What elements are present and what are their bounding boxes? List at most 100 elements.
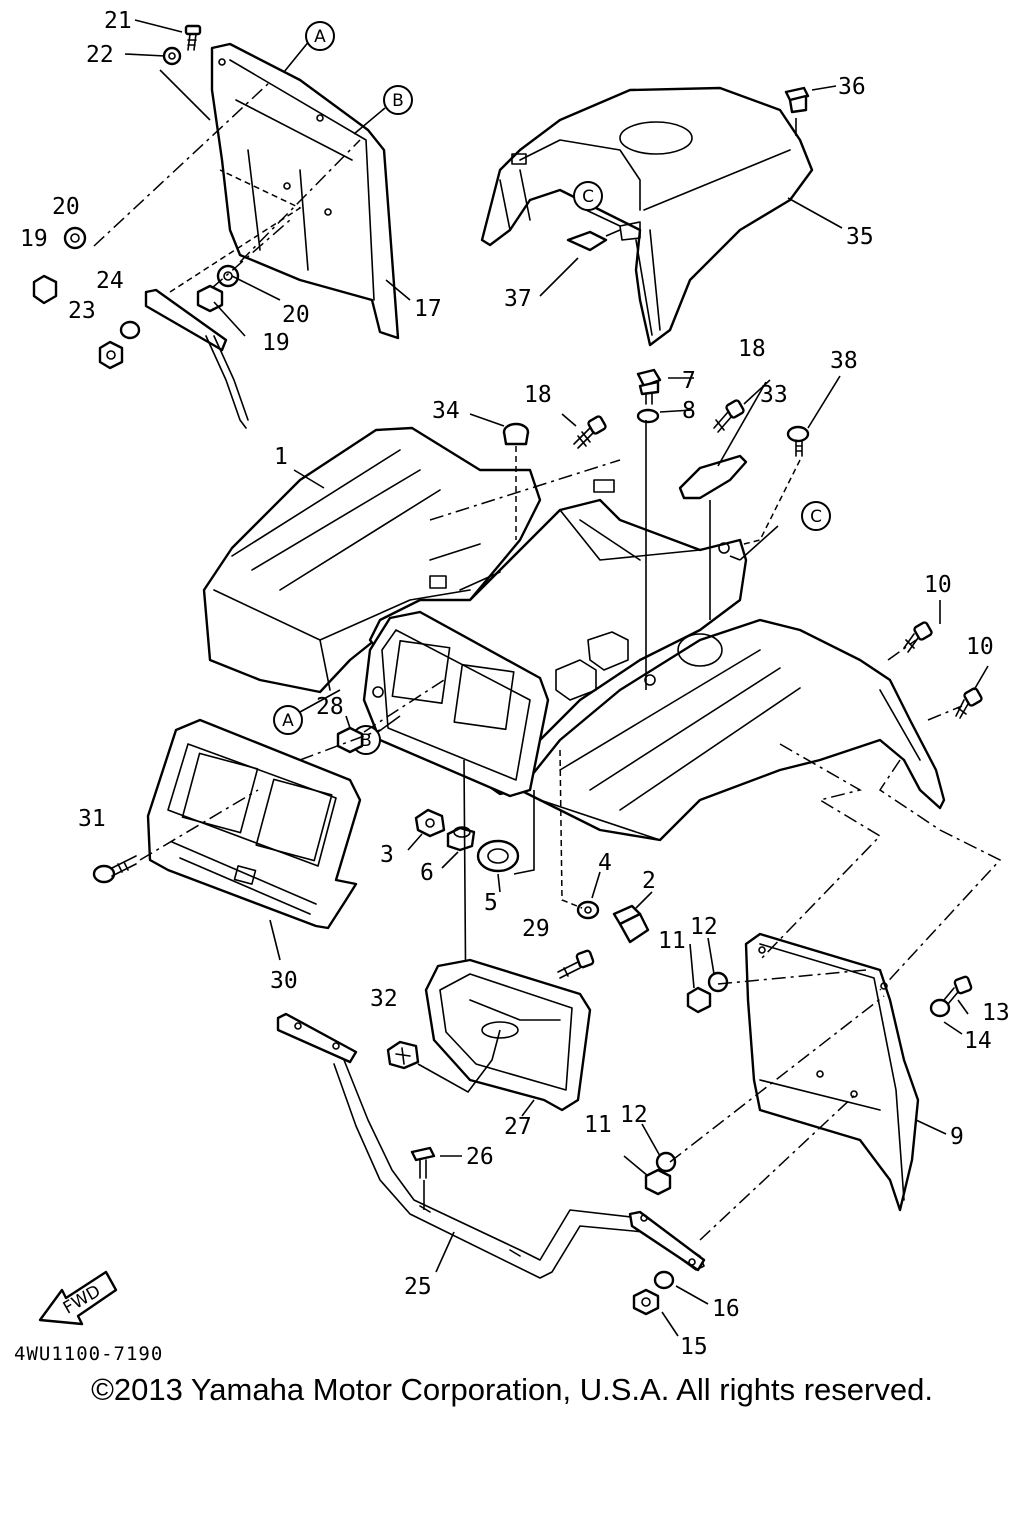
part-18-bolt-right [713, 399, 745, 433]
part-11-nut-lower [644, 1168, 672, 1196]
label-part-1: 1 [274, 444, 288, 470]
label-part-17: 17 [414, 296, 442, 322]
part-19-nut-upper [32, 274, 58, 305]
part-30-headlight-bezel [146, 718, 362, 930]
ref-marker-b-top-label: B [392, 91, 404, 111]
part-4-washer [576, 900, 600, 920]
part-35-leader [787, 197, 843, 229]
label-part-5: 5 [484, 890, 498, 916]
ref-marker-c-top-label: C [582, 187, 594, 207]
label-part-2: 2 [642, 868, 656, 894]
label-part-26: 26 [466, 1144, 494, 1170]
label-part-14: 14 [964, 1028, 992, 1054]
part-35-top-cover [480, 86, 814, 347]
part-24-washer [119, 320, 141, 340]
label-part-20-upper: 20 [52, 194, 80, 220]
label-part-20-lower: 20 [282, 302, 310, 328]
part-17-side-panel [210, 42, 400, 340]
part-6-collar [446, 826, 476, 852]
leaders-stay [423, 1155, 709, 1337]
part-8-washer [636, 408, 660, 424]
label-part-11-lower: 11 [584, 1112, 612, 1138]
part-22-washer [162, 46, 182, 66]
ref-marker-b-mid-leader [377, 715, 401, 733]
drawing-code: 4WU1100-7190 [14, 1343, 163, 1365]
ref-marker-a-top [305, 21, 335, 51]
label-part-15: 15 [680, 1334, 708, 1360]
label-part-34: 34 [432, 398, 460, 424]
part-9-mud-flap [744, 932, 920, 1212]
ref-marker-b-top [383, 85, 413, 115]
part-3-nut [414, 808, 446, 838]
label-part-37: 37 [504, 286, 532, 312]
label-part-10-lower: 10 [966, 634, 994, 660]
ref-marker-c-top [573, 181, 603, 211]
label-part-12-upper: 12 [690, 914, 718, 940]
part-36-screw [784, 85, 837, 136]
label-part-38: 38 [830, 348, 858, 374]
label-part-3: 3 [380, 842, 394, 868]
label-part-29: 29 [522, 916, 550, 942]
part-12-washer-lower [655, 1151, 677, 1173]
ref-marker-a-mid-leader [299, 689, 341, 713]
part-20-nut-lower [216, 264, 240, 288]
leaders-top-left [93, 19, 411, 337]
label-part-7: 7 [682, 368, 696, 394]
label-part-19-upper: 19 [20, 226, 48, 252]
label-part-18-left: 18 [524, 382, 552, 408]
label-part-31: 31 [78, 806, 106, 832]
label-part-21: 21 [104, 8, 132, 34]
ref-marker-c-mid-label: C [810, 507, 822, 527]
label-part-12-lower: 12 [620, 1102, 648, 1128]
label-part-36: 36 [838, 74, 866, 100]
label-part-28: 28 [316, 694, 344, 720]
label-part-19-lower: 19 [262, 330, 290, 356]
part-38-screw [786, 425, 810, 457]
leaders-bezel [139, 679, 445, 961]
part-21-screw [184, 24, 202, 51]
part-13-bolt [943, 975, 973, 1005]
label-part-24: 24 [96, 268, 124, 294]
part-20-nut-upper [63, 226, 87, 250]
part-15-nut [632, 1288, 660, 1316]
part-37-clip [539, 221, 641, 297]
leaders-mud-flap [623, 743, 1002, 1241]
label-part-35: 35 [846, 224, 874, 250]
label-part-18-right: 18 [738, 336, 766, 362]
label-part-9: 9 [950, 1124, 964, 1150]
copyright-notice: ©2013 Yamaha Motor Corporation, U.S.A. A… [91, 1372, 933, 1407]
ref-marker-b-mid-label: B [360, 731, 372, 751]
part-10-bolt-upper [903, 621, 933, 653]
part-number-labels: 2 3 4 5 6 7 8 9 10 10 11 12 13 14 15 16 … [20, 8, 1010, 1360]
part-32-socket [386, 1040, 420, 1070]
leaders-middle [293, 375, 989, 721]
part-29-screw [557, 949, 595, 979]
part-25-stay [276, 1012, 706, 1279]
part-26-screw [410, 1146, 436, 1179]
label-part-4: 4 [598, 850, 612, 876]
part-10-bolt-lower [955, 687, 983, 719]
part-31-screw [92, 855, 137, 884]
label-part-13: 13 [982, 1000, 1010, 1026]
part-11-nut-upper [686, 986, 712, 1014]
left-bracket-strip [144, 288, 249, 429]
label-part-32: 32 [370, 986, 398, 1012]
label-part-22: 22 [86, 42, 114, 68]
part-2-bolt [612, 904, 650, 944]
part-28-nut [336, 726, 364, 754]
label-part-16: 16 [712, 1296, 740, 1322]
part-7-bolt [636, 368, 662, 405]
label-part-25: 25 [404, 1274, 432, 1300]
fwd-direction-arrow: FWD [38, 1270, 118, 1326]
label-part-6: 6 [420, 860, 434, 886]
label-part-27: 27 [504, 1114, 532, 1140]
label-part-10-upper: 10 [924, 572, 952, 598]
part-23-flange-nut [98, 340, 124, 370]
label-part-33: 33 [760, 382, 788, 408]
ref-marker-a-top-label: A [314, 27, 326, 47]
label-part-8: 8 [682, 398, 696, 424]
ref-marker-a-mid-label: A [282, 711, 294, 731]
part-14-washer [929, 998, 951, 1018]
